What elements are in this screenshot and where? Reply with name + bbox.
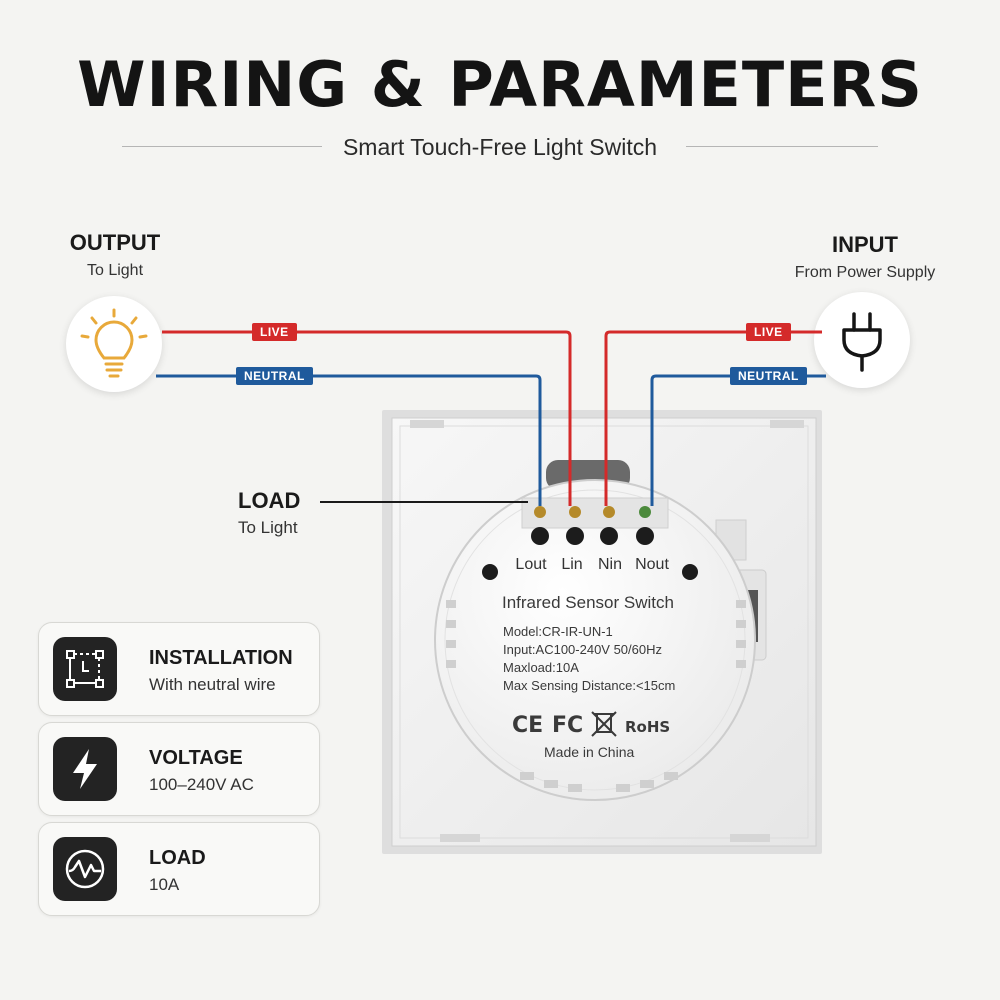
voltage-card: VOLTAGE 100–240V AC [38,722,320,816]
mounting-hole-right [682,564,698,580]
divider-right [686,146,878,147]
output-sub: To Light [86,262,144,279]
load-heading: LOAD [238,488,301,513]
neutral-tag-left: NEUTRAL [236,367,313,385]
live-wire-input [604,330,822,506]
waveform-icon [65,849,105,889]
light-bulb-icon [80,308,148,378]
lightning-bolt-icon [73,749,97,789]
output-heading-block: OUTPUT To Light [50,230,180,280]
input-heading-block: INPUT From Power Supply [780,232,950,282]
page-title: WIRING & PARAMETERS [77,48,923,121]
installation-value: With neutral wire [149,675,276,694]
page-subtitle: Smart Touch-Free Light Switch [342,134,658,160]
power-plug-circle [814,292,910,388]
load-sub: To Light [238,518,298,537]
spec-maxload: Maxload:10A [503,660,579,675]
terminal-screws [531,506,654,545]
divider-left [122,146,322,147]
live-tag-left: LIVE [252,323,297,341]
terminal-label-nout: Nout [635,556,669,573]
load-card: LOAD 10A [38,822,320,916]
origin-text: Made in China [544,744,635,760]
voltage-title: VOLTAGE [149,747,243,769]
live-wire-output [162,330,572,506]
voltage-icon-tile [53,737,117,801]
output-heading: OUTPUT [69,230,161,255]
load-icon-tile [53,837,117,901]
mounting-hole-left [482,564,498,580]
ce-mark: CE [512,713,543,738]
spec-sensing-distance: Max Sensing Distance:<15cm [503,678,676,693]
neutral-tag-right: NEUTRAL [730,367,807,385]
spec-model: Model:CR-IR-UN-1 [503,624,613,639]
input-heading: INPUT [832,232,898,257]
neutral-wire-output [156,374,542,506]
terminal-label-lout: Lout [515,556,547,573]
device-name: Infrared Sensor Switch [502,593,674,612]
load-title: LOAD [149,847,206,869]
light-bulb-circle [66,296,162,392]
installation-title: INSTALLATION [149,647,293,669]
load-label-block: LOAD To Light [238,488,300,538]
input-sub: From Power Supply [794,264,936,281]
weee-bin-icon [591,711,617,737]
terminal-label-lin: Lin [561,556,583,573]
terminal-label-nin: Nin [597,556,622,573]
load-value: 10A [149,875,180,894]
rohs-mark: RoHS [625,718,670,736]
voltage-value: 100–240V AC [149,775,254,794]
live-tag-right: LIVE [746,323,791,341]
installation-card: INSTALLATION With neutral wire [38,622,320,716]
spec-input: Input:AC100-240V 50/60Hz [503,642,662,657]
installation-icon-tile [53,637,117,701]
sensor-module [434,479,756,801]
power-plug-icon [842,312,882,372]
fc-mark: FC [552,713,583,738]
subtitle-row: Smart Touch-Free Light Switch [0,132,1000,162]
wiring-diagram-icon [66,650,104,688]
neutral-wire-input [650,374,826,506]
